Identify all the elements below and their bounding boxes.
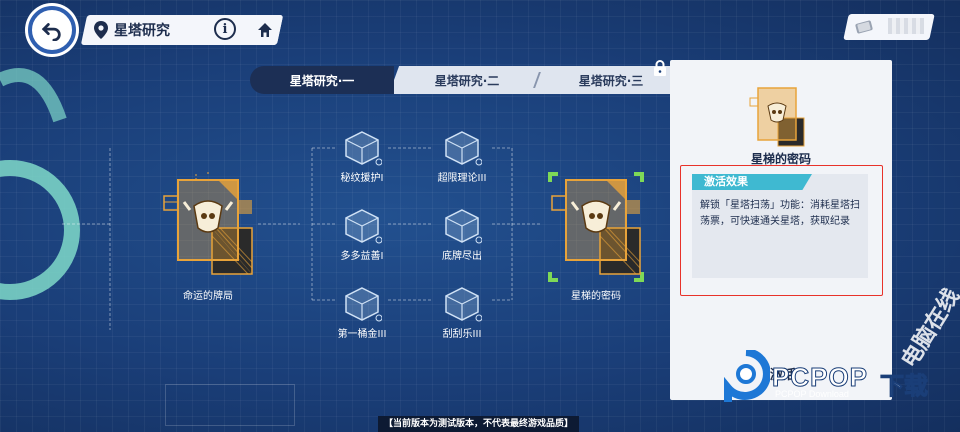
card-node-right-label: 星梯的密码: [571, 291, 621, 302]
home-icon: [258, 23, 272, 37]
cube-node-2-label: 超限理论III: [437, 173, 487, 184]
cube-node-5-label: 第一桶金III: [337, 329, 387, 340]
home-button[interactable]: [246, 15, 284, 45]
cube-node-4[interactable]: [442, 206, 482, 246]
effect-header: 激活效果: [692, 174, 812, 190]
card-node-right[interactable]: [548, 172, 644, 282]
activate-button[interactable]: 激活: [770, 368, 797, 383]
research-tabs: 星塔研究·三 星塔研究·二 星塔研究·一: [250, 66, 690, 94]
currency-amount-obscured: [888, 18, 924, 34]
tab-research-1[interactable]: 星塔研究·一: [250, 66, 394, 94]
version-notice: 【当前版本为测试版本，不代表最终游戏品质】: [378, 416, 580, 432]
back-arrow-icon: [41, 23, 61, 41]
info-icon[interactable]: i: [214, 18, 236, 40]
cube-node-3-label: 多多益善I: [340, 251, 384, 262]
tab-research-3[interactable]: 星塔研究·三: [532, 66, 690, 94]
tab-research-2[interactable]: 星塔研究·二: [388, 66, 546, 94]
cube-node-6-label: 刮刮乐III: [442, 329, 482, 340]
cube-node-6[interactable]: [442, 284, 482, 324]
card-node-left-label: 命运的牌局: [183, 291, 233, 302]
watermark-brand: PCPOP: [771, 362, 869, 393]
detail-panel: 星梯的密码 激活效果 解锁「星塔扫荡」功能：消耗星塔扫荡票，可快速通关星塔，获取…: [670, 60, 892, 400]
info-glyph: i: [222, 21, 228, 37]
card-thumbnail-icon: [749, 87, 805, 147]
location-pin-icon: [94, 21, 108, 39]
panel-title: 星梯的密码: [750, 152, 811, 166]
card-node-left[interactable]: [160, 172, 256, 282]
page-title: 星塔研究: [114, 23, 170, 39]
currency-display[interactable]: [843, 14, 935, 40]
cube-node-1-label: 秘纹援护I: [340, 173, 384, 184]
watermark-brand-cn: 下载: [880, 372, 929, 401]
effect-description: 解锁「星塔扫荡」功能：消耗星塔扫荡票，可快速通关星塔，获取纪录: [700, 200, 860, 227]
cube-node-1[interactable]: [342, 128, 382, 168]
watermark-subtitle: PCPOP Download: [775, 389, 849, 399]
lock-icon: [654, 60, 666, 76]
page-header: 星塔研究: [94, 15, 254, 45]
watermark-logo: [724, 350, 770, 402]
background-stamp: [165, 384, 295, 426]
background-decoration: [0, 68, 80, 300]
ticket-icon: [855, 20, 873, 34]
cube-node-5[interactable]: [342, 284, 382, 324]
cube-node-3[interactable]: [342, 206, 382, 246]
cube-node-4-label: 底牌尽出: [442, 251, 482, 262]
effect-box: 激活效果 解锁「星塔扫荡」功能：消耗星塔扫荡票，可快速通关星塔，获取纪录: [692, 174, 868, 278]
cube-node-2[interactable]: [442, 128, 482, 168]
back-button[interactable]: [28, 6, 76, 54]
highlight-outline: [680, 165, 883, 296]
